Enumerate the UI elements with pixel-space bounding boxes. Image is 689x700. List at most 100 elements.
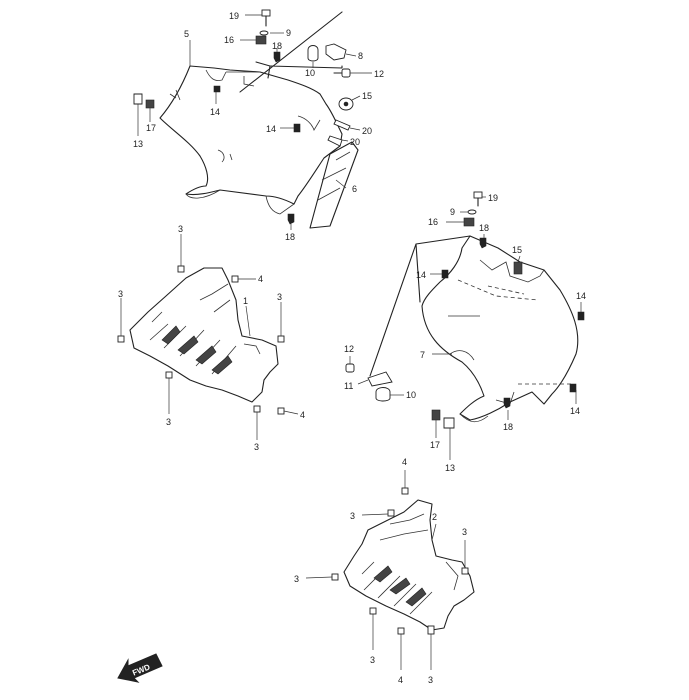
callout-18d: 18 [503, 422, 513, 432]
callout-15b: 15 [512, 245, 522, 255]
washer-9-b [467, 209, 477, 215]
upper-cowl-edge [255, 61, 271, 79]
callout-3h: 3 [294, 574, 299, 584]
clip-14-b [293, 123, 301, 133]
clip-3-i [369, 607, 377, 615]
callout-12b: 12 [344, 344, 354, 354]
washer-9 [259, 30, 269, 36]
bolt-13-a [133, 93, 143, 105]
bolt-12-head [341, 68, 351, 78]
callout-3a: 3 [178, 224, 183, 234]
clip-14-c [441, 269, 449, 279]
clip-3-e [253, 405, 261, 413]
clip-18-d [503, 397, 511, 409]
callout-1: 1 [243, 296, 248, 306]
nut-10 [307, 45, 319, 62]
callout-14d: 14 [576, 291, 586, 301]
callout-20b: 20 [350, 137, 360, 147]
callout-4c: 4 [402, 457, 407, 467]
clip-3-c [277, 335, 285, 343]
callout-3j: 3 [428, 675, 433, 685]
panel-outline-lines [239, 11, 343, 93]
bracket-8 [325, 43, 347, 61]
nut-10-b [375, 387, 391, 402]
clip-14-e [569, 383, 577, 393]
callout-7: 7 [420, 350, 425, 360]
callout-14e: 14 [570, 406, 580, 416]
callout-10a: 10 [305, 68, 315, 78]
right-leaders [349, 196, 582, 460]
grommet-20-a [333, 119, 351, 131]
callout-13a: 13 [133, 139, 143, 149]
callout-3i: 3 [370, 655, 375, 665]
top-fasteners [133, 9, 354, 225]
callout-19b: 19 [488, 193, 498, 203]
callout-18b: 18 [285, 232, 295, 242]
inner-panel-part-6 [309, 141, 359, 229]
callout-5: 5 [184, 29, 189, 39]
left-leaders [120, 234, 299, 440]
clip-3-d [165, 371, 173, 379]
callout-12a: 12 [374, 69, 384, 79]
clip-3-h [331, 573, 339, 581]
callout-3b: 3 [118, 289, 123, 299]
callout-19a: 19 [229, 11, 239, 21]
clip-18 [273, 51, 281, 63]
clip-3-b [117, 335, 125, 343]
callout-16b: 16 [428, 217, 438, 227]
clip-3-a [177, 265, 185, 273]
washer-15-hole [343, 101, 349, 107]
right-inner-panel-part-2 [343, 499, 475, 631]
callout-4d: 4 [398, 675, 403, 685]
clip-18-c [479, 237, 487, 249]
grommet-16 [255, 35, 267, 45]
lower-cowling-part-7 [421, 235, 579, 423]
callout-17b: 17 [430, 440, 440, 450]
screw-4-d [397, 627, 405, 635]
callout-9b: 9 [450, 207, 455, 217]
callout-4b: 4 [300, 410, 305, 420]
screw-19-head [261, 9, 271, 17]
callout-15a: 15 [362, 91, 372, 101]
callout-3e: 3 [254, 442, 259, 452]
top-leaders [137, 14, 372, 230]
callout-9a: 9 [286, 28, 291, 38]
screw-4-c [401, 487, 409, 495]
callout-14b: 14 [266, 124, 276, 134]
grommet-17-b [431, 409, 441, 421]
left-inner-panel-part-1 [129, 267, 279, 403]
callout-8: 8 [358, 51, 363, 61]
bolt-13-b [443, 417, 455, 429]
clip-18-b [287, 213, 295, 225]
clip-14-a [213, 85, 221, 93]
upper-cowling-part-5 [159, 65, 343, 215]
callout-3f: 3 [350, 511, 355, 521]
right-fasteners [345, 191, 585, 429]
bracket-11 [367, 371, 393, 387]
grommet-16-b [463, 217, 475, 227]
callout-3g: 3 [462, 527, 467, 537]
clip-3-f [387, 509, 395, 517]
callout-2: 2 [432, 512, 437, 522]
callout-6: 6 [352, 184, 357, 194]
lower-cowl-cross-lines [369, 235, 471, 377]
callout-10b: 10 [406, 390, 416, 400]
callout-17a: 17 [146, 123, 156, 133]
clip-3-g [461, 567, 469, 575]
callout-16a: 16 [224, 35, 234, 45]
callout-3d: 3 [166, 417, 171, 427]
fwd-arrow-icon: FWD [117, 653, 163, 683]
callout-4a: 4 [258, 274, 263, 284]
screw-4-a [231, 275, 239, 283]
grommet-17-a [145, 99, 155, 109]
callout-20a: 20 [362, 126, 372, 136]
screw-4-b [277, 407, 285, 415]
callout-18c: 18 [479, 223, 489, 233]
callout-13b: 13 [445, 463, 455, 473]
callout-14a: 14 [210, 107, 220, 117]
callout-11: 11 [344, 381, 353, 391]
bolt-12-b [345, 363, 355, 373]
left-fasteners [117, 265, 285, 415]
bottom-leaders [305, 470, 466, 670]
